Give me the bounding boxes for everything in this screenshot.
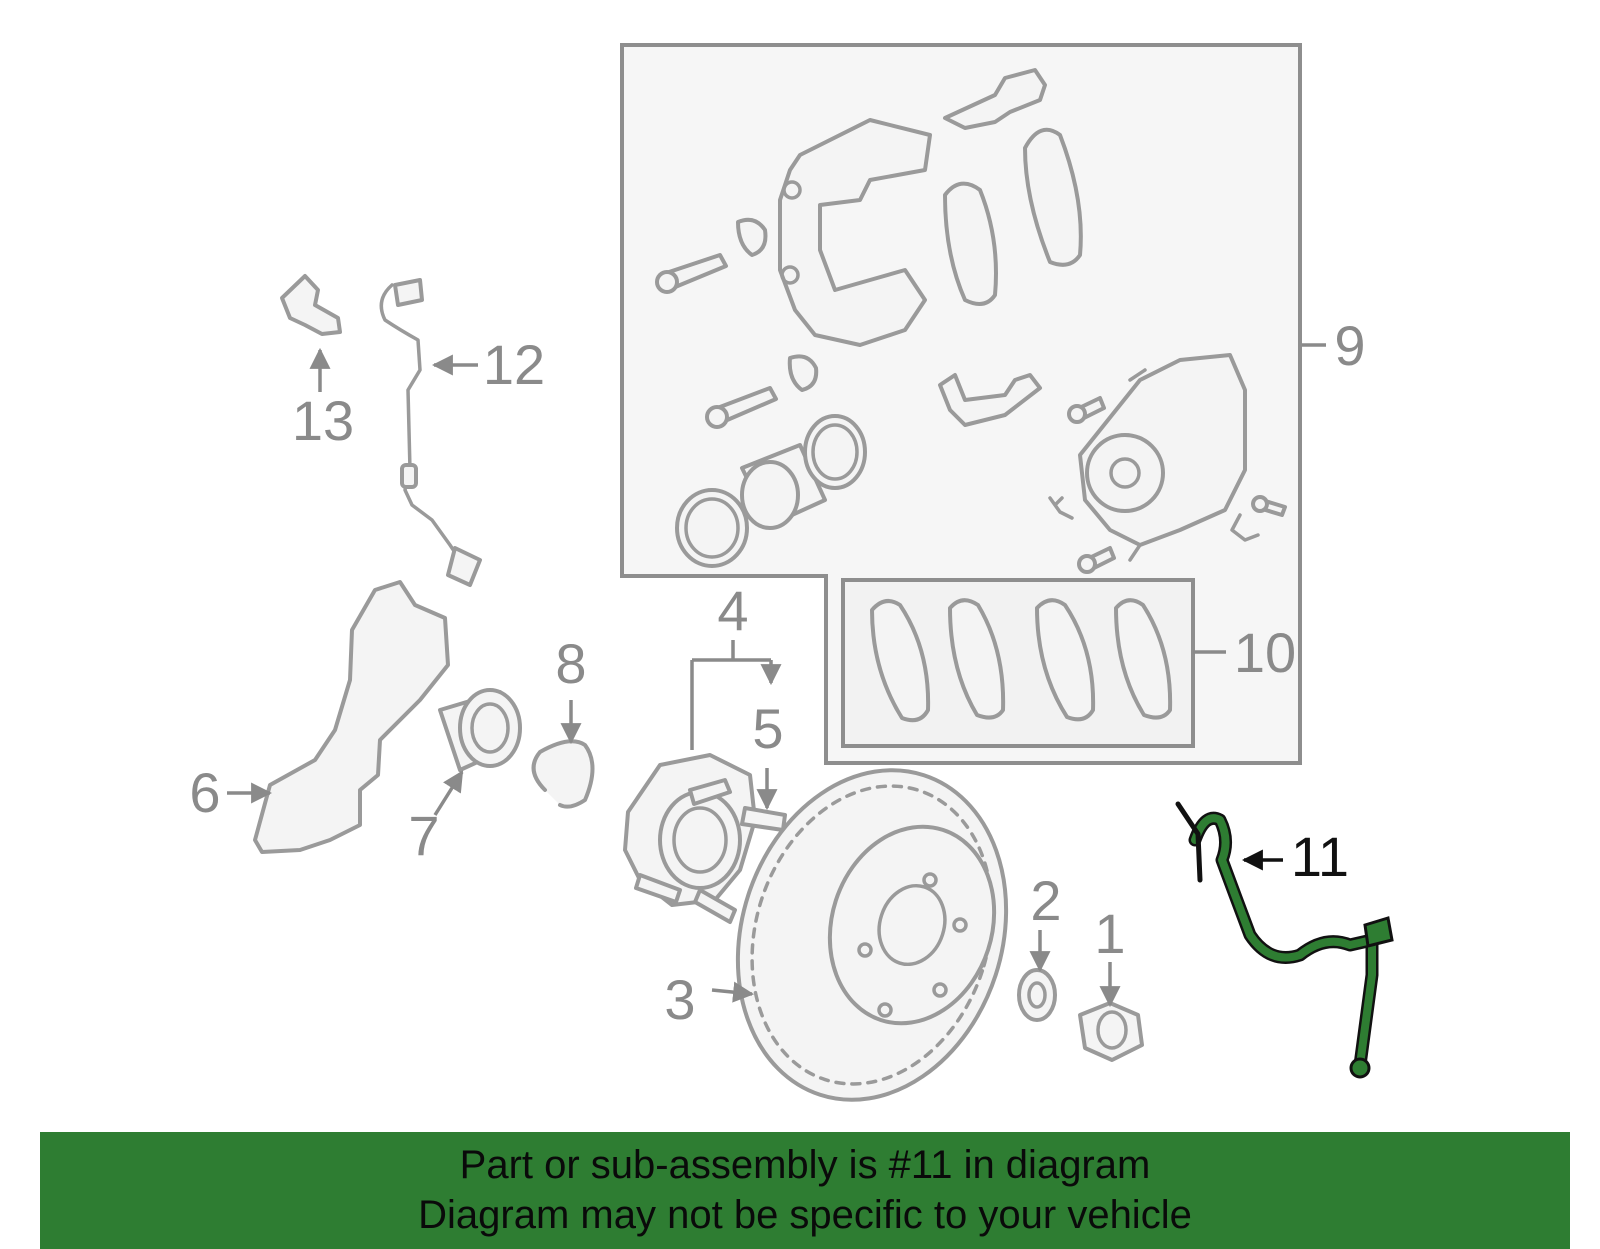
label-9: 9 [1334, 314, 1365, 377]
splash-shield [253, 580, 450, 854]
anti-rattle-clip-lower [938, 373, 1042, 427]
pad-set [870, 598, 1173, 723]
caliper-bolt-lower [1077, 546, 1116, 574]
piston-and-seals [675, 414, 867, 568]
hub-nut [1078, 1001, 1144, 1062]
brake-rotor [735, 768, 1009, 1102]
anti-rattle-clip-upper [943, 68, 1047, 130]
inner-pad-upper [943, 181, 998, 306]
label-7: 7 [408, 804, 439, 867]
label-12: 12 [483, 333, 545, 396]
sensor-bracket [280, 274, 342, 336]
leader-7 [433, 770, 464, 816]
guide-pin-lower [705, 354, 819, 429]
wheel-speed-sensor [379, 278, 482, 587]
label-2: 2 [1030, 869, 1061, 932]
banner-line-1: Part or sub-assembly is #11 in diagram [459, 1143, 1151, 1187]
label-6: 6 [189, 761, 220, 824]
label-4: 4 [717, 579, 748, 642]
label-10: 10 [1234, 621, 1296, 684]
wheel-stud [740, 806, 787, 832]
guide-pin-upper [655, 217, 768, 294]
hub-assembly [623, 753, 757, 924]
label-3: 3 [664, 968, 695, 1031]
label-1: 1 [1094, 902, 1125, 965]
caliper-clip-right [1230, 513, 1260, 542]
leader-4 [690, 640, 771, 750]
parts-diagram: 1 2 3 4 5 6 7 8 9 10 11 12 13 [189, 43, 1394, 1102]
bleeder-screw [1251, 495, 1287, 517]
label-5: 5 [752, 697, 783, 760]
caliper-housing [1078, 353, 1247, 562]
caliper-bracket [778, 118, 932, 347]
wheel-bearing [438, 688, 522, 772]
washer [1017, 968, 1057, 1022]
leader-3 [711, 981, 755, 1003]
label-8: 8 [555, 632, 586, 695]
banner-line-2: Diagram may not be specific to your vehi… [418, 1193, 1192, 1237]
label-13: 13 [292, 389, 354, 452]
outer-pad-upper [1023, 127, 1083, 267]
caliper-clip-left [1048, 496, 1074, 520]
label-11: 11 [1291, 825, 1349, 888]
snap-ring [531, 739, 595, 809]
brake-hose-highlighted [1175, 801, 1394, 1079]
info-banner: Part or sub-assembly is #11 in diagram D… [40, 1132, 1570, 1249]
caliper-bolt-upper [1067, 396, 1106, 424]
